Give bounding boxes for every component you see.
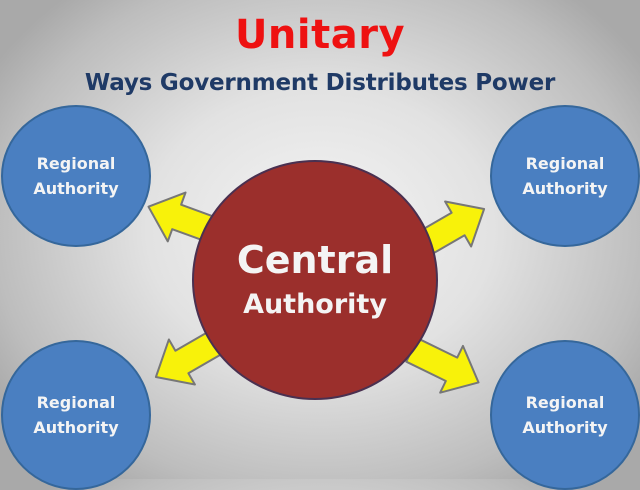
regional-authority-bottom-left: Regional Authority xyxy=(1,340,151,490)
regional-authority-bottom-right: Regional Authority xyxy=(490,340,640,490)
regional-label-line1: Regional xyxy=(36,154,116,173)
regional-label-line2: Authority xyxy=(33,179,119,198)
central-label-line1: Central xyxy=(236,238,394,282)
regional-label-line1: Regional xyxy=(36,393,116,412)
regional-label-line2: Authority xyxy=(522,179,608,198)
regional-authority-top-left: Regional Authority xyxy=(1,105,151,247)
regional-label-line1: Regional xyxy=(525,393,605,412)
diagram-title: Unitary xyxy=(234,12,406,58)
regional-label-line2: Authority xyxy=(522,418,608,437)
regional-label-line1: Regional xyxy=(525,154,605,173)
regional-label-line2: Authority xyxy=(33,418,119,437)
central-label-line2: Authority xyxy=(243,289,387,320)
central-authority: Central Authority xyxy=(192,160,438,400)
diagram-subtitle: Ways Government Distributes Power xyxy=(84,70,556,96)
regional-authority-top-right: Regional Authority xyxy=(490,105,640,247)
